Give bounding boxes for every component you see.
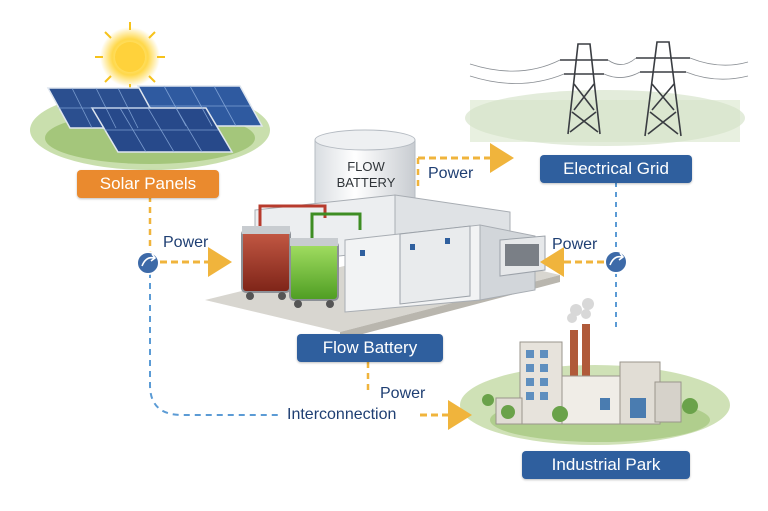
tank-label-line2: BATTERY bbox=[337, 175, 396, 190]
industrial-scene bbox=[460, 298, 730, 445]
industrial-park-label: Industrial Park bbox=[522, 451, 690, 479]
sun-icon bbox=[95, 22, 165, 92]
swap-arrows-icon bbox=[605, 251, 627, 273]
solar-panels-label: Solar Panels bbox=[77, 170, 219, 198]
grid-scene bbox=[465, 42, 748, 146]
flow-battery-label: Flow Battery bbox=[297, 334, 443, 362]
power-label-industrial: Power bbox=[380, 385, 425, 403]
flow-battery-facility: FLOW BATTERY bbox=[205, 130, 560, 340]
power-label-grid: Power bbox=[428, 165, 473, 183]
swap-arrows-icon bbox=[137, 252, 159, 274]
electrical-grid-label: Electrical Grid bbox=[540, 155, 692, 183]
interconnection-label: Interconnection bbox=[287, 406, 396, 424]
power-label-solar: Power bbox=[163, 234, 208, 252]
power-label-grid-return: Power bbox=[552, 236, 597, 254]
solar-scene bbox=[30, 22, 270, 170]
tank-label-line1: FLOW bbox=[347, 159, 385, 174]
factory-icon bbox=[482, 298, 698, 424]
